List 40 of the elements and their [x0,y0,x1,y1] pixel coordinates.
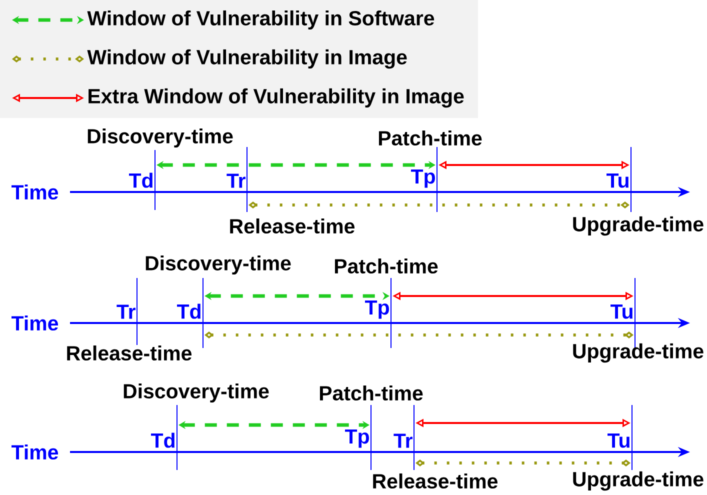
event-label: Patch-time [378,130,482,146]
legend-text: Window of Vulnerability in Image [87,49,407,69]
time-symbol: Td [151,432,174,448]
time-symbol: Tp [345,429,369,448]
time-marker [246,170,248,212]
time-marker [634,278,636,348]
event-label: Upgrade-time [573,216,704,236]
event-label: Patch-time [334,258,438,274]
event-label: Upgrade-time [573,471,704,491]
event-label: Discovery-time [88,128,233,148]
event-label: Release-time [373,473,498,489]
time-symbol: Tp [411,169,435,188]
time-marker [390,278,392,328]
time-marker [630,146,632,212]
time-marker [370,404,372,470]
legend-text: Extra Window of Vulnerability in Image [88,88,464,108]
time-symbol: Tr [226,174,246,188]
time-symbol: Tr [116,304,136,319]
time-symbol: Tr [394,434,412,448]
axis-label: Time [12,444,58,460]
time-symbol: Tu [608,434,630,448]
time-marker [154,150,156,210]
time-symbol: Tu [610,304,632,319]
event-label: Upgrade-time [573,343,704,363]
time-marker [436,146,438,198]
event-label: Release-time [67,345,192,361]
event-label: Patch-time [320,385,423,401]
time-symbol: Tu [606,174,628,188]
axis-label: Time [12,315,58,331]
event-label: Release-time [230,218,355,234]
time-marker [136,278,138,346]
time-marker [202,278,204,348]
legend-text: Window of Vulnerability in Software [87,10,434,30]
event-label: Discovery-time [146,255,291,275]
time-symbol: Tp [365,300,389,319]
time-symbol: Td [177,304,200,319]
event-label: Discovery-time [124,383,269,403]
time-symbol: Td [129,172,152,188]
axis-label: Time [12,184,58,200]
time-marker [176,404,178,470]
